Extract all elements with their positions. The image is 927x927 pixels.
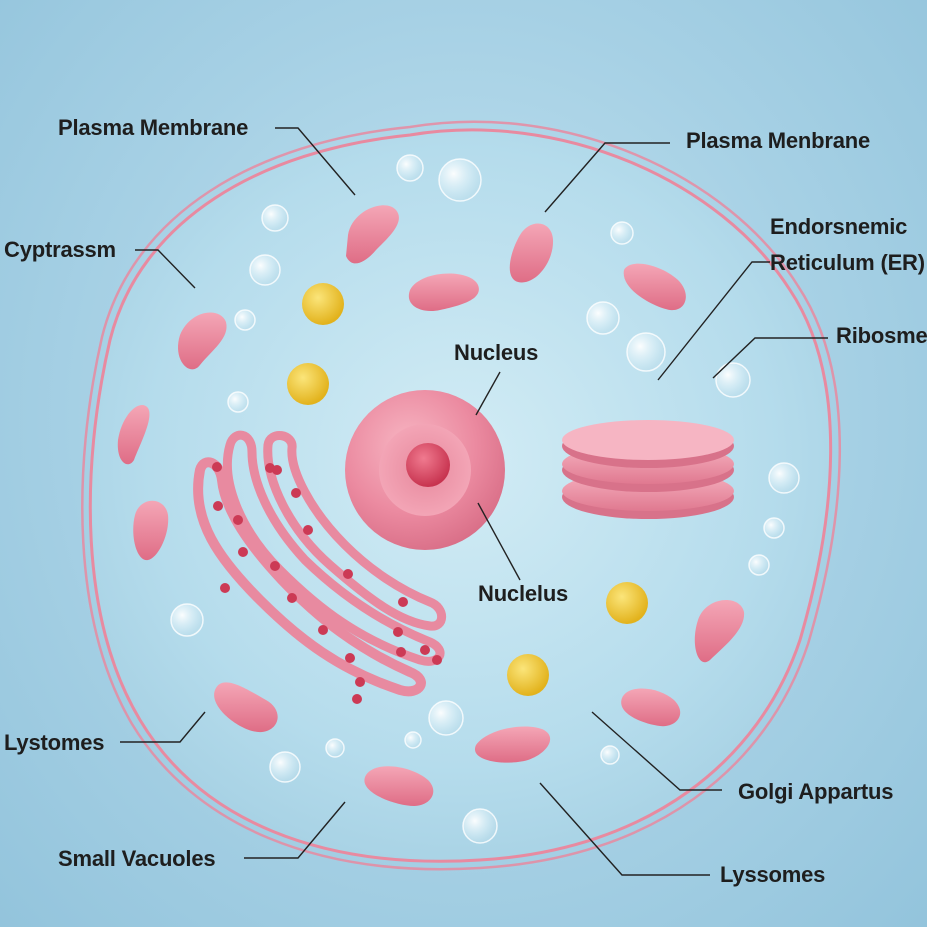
- ribosome-dots: [212, 462, 442, 704]
- label-small-vacuoles: Small Vacuoles: [58, 846, 216, 871]
- label-nucleus: Nucleus: [454, 340, 539, 365]
- plasma-membrane: [81, 120, 841, 871]
- label-cytoplasm: Cyptrassm: [4, 237, 116, 262]
- label-er-line2: Reticulum (ER): [770, 250, 925, 275]
- label-nucleolus: Nuclelus: [478, 581, 569, 606]
- label-plasma-membrane-right: Plasma Menbrane: [686, 128, 871, 153]
- label-er-line1: Endorsnemic: [770, 214, 908, 239]
- label-lysosomes-left: Lystomes: [4, 730, 105, 755]
- golgi-stack: [562, 420, 734, 519]
- vesicles: [170, 154, 800, 844]
- label-plasma-membrane-left: Plasma Membrane: [58, 115, 249, 140]
- label-lysosomes-bottom: Lyssomes: [720, 862, 826, 887]
- label-ribosome: Ribosme: [836, 323, 927, 348]
- mitochondria: [117, 205, 745, 806]
- granules: [287, 283, 648, 696]
- nucleus: [345, 390, 505, 550]
- label-golgi: Golgi Appartus: [738, 779, 894, 804]
- leader-lines: [120, 127, 828, 876]
